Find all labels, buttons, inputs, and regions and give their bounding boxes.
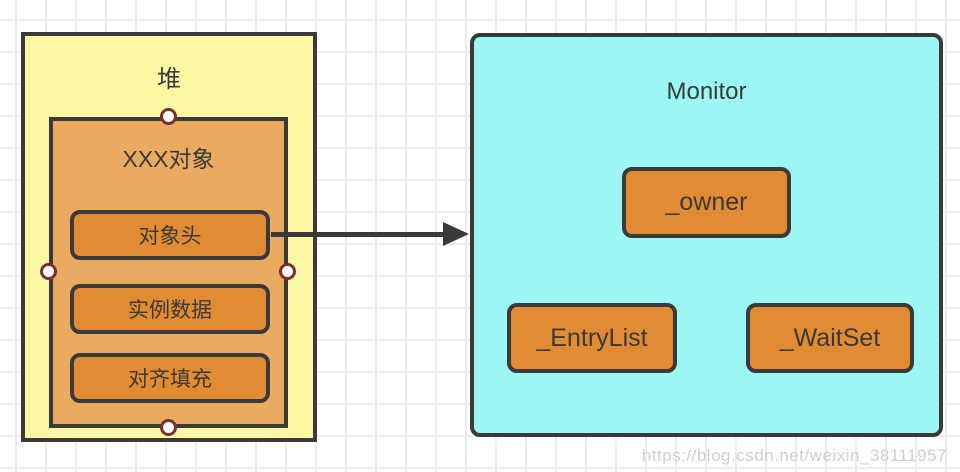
- selection-handle-left[interactable]: [40, 263, 57, 280]
- arrow-line: [271, 232, 445, 237]
- object-header-shape[interactable]: 对象头: [70, 210, 270, 260]
- alignment-padding-label: 对齐填充: [128, 368, 212, 391]
- instance-data-shape[interactable]: 实例数据: [70, 284, 270, 334]
- instance-data-label: 实例数据: [128, 299, 212, 322]
- owner-label: _owner: [665, 188, 748, 216]
- heap-title-label: 堆: [157, 66, 181, 93]
- selection-handle-right[interactable]: [279, 263, 296, 280]
- selection-handle-bottom[interactable]: [160, 419, 177, 436]
- owner-shape[interactable]: _owner: [622, 167, 791, 238]
- selection-handle-top[interactable]: [160, 108, 177, 125]
- object-header-label: 对象头: [138, 225, 202, 248]
- entry-list-shape[interactable]: _EntryList: [507, 303, 677, 373]
- arrow-head-icon: [443, 222, 469, 246]
- wait-set-label: _WaitSet: [779, 323, 881, 352]
- wait-set-shape[interactable]: _WaitSet: [746, 303, 914, 373]
- object-title-label: XXX对象: [122, 146, 215, 172]
- watermark: https://blog.csdn.net/weixin_38111957: [641, 446, 947, 465]
- monitor-title-label: Monitor: [666, 78, 747, 105]
- entry-list-label: _EntryList: [536, 323, 648, 352]
- alignment-padding-shape[interactable]: 对齐填充: [70, 353, 270, 403]
